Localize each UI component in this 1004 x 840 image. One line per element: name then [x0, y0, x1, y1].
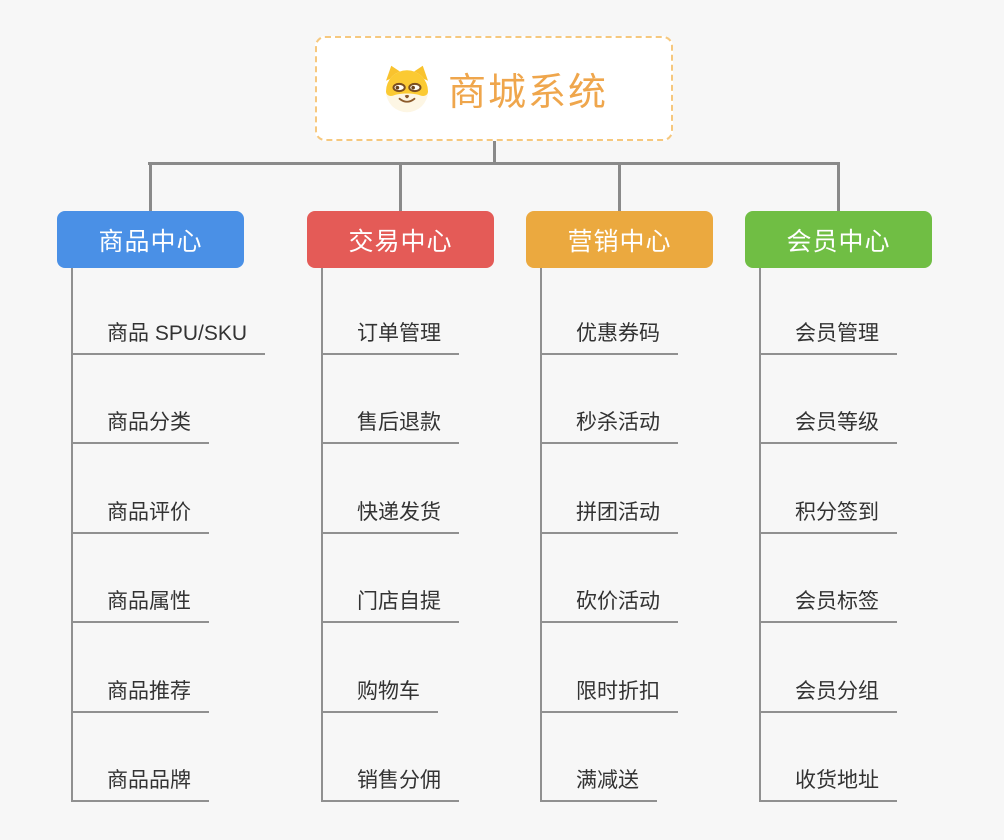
root-title: 商城系统 [447, 72, 608, 114]
connector-horizontal-bar [148, 162, 840, 165]
branch-node-1[interactable]: 商品中心 [57, 211, 244, 268]
subtopic-item[interactable]: 商品推荐 [71, 676, 209, 713]
dog-face-icon [380, 64, 434, 114]
subtopic-item[interactable]: 会员分组 [759, 676, 897, 713]
subtopic-item[interactable]: 商品 SPU/SKU [71, 318, 266, 355]
branch-node-3[interactable]: 营销中心 [526, 211, 713, 268]
branch-trunk-line [71, 268, 73, 800]
subtopic-item[interactable]: 秒杀活动 [540, 407, 678, 444]
subtopic-item[interactable]: 商品分类 [71, 407, 209, 444]
subtopic-item[interactable]: 限时折扣 [540, 676, 678, 713]
connector-branch-drop [618, 162, 621, 211]
subtopic-item[interactable]: 会员标签 [759, 586, 897, 623]
connector-root-drop [493, 141, 496, 165]
connector-branch-drop [837, 162, 840, 211]
subtopic-item[interactable]: 快递发货 [321, 497, 459, 534]
branch-trunk-line [759, 268, 761, 800]
subtopic-item[interactable]: 售后退款 [321, 407, 459, 444]
subtopic-item[interactable]: 满减送 [540, 765, 657, 802]
subtopic-item[interactable]: 购物车 [321, 676, 438, 713]
branch-trunk-line [540, 268, 542, 800]
subtopic-item[interactable]: 会员管理 [759, 318, 897, 355]
connector-branch-drop [399, 162, 402, 211]
subtopic-item[interactable]: 积分签到 [759, 497, 897, 534]
subtopic-item[interactable]: 会员等级 [759, 407, 897, 444]
subtopic-item[interactable]: 砍价活动 [540, 586, 678, 623]
subtopic-item[interactable]: 商品属性 [71, 586, 209, 623]
branch-node-4[interactable]: 会员中心 [745, 211, 932, 268]
subtopic-item[interactable]: 收货地址 [759, 765, 897, 802]
connector-branch-drop [149, 162, 152, 211]
subtopic-item[interactable]: 门店自提 [321, 586, 459, 623]
subtopic-item[interactable]: 优惠券码 [540, 318, 678, 355]
root-node[interactable]: 商城系统 [315, 36, 673, 141]
subtopic-item[interactable]: 销售分佣 [321, 765, 459, 802]
subtopic-item[interactable]: 商品评价 [71, 497, 209, 534]
subtopic-item[interactable]: 商品品牌 [71, 765, 209, 802]
branch-node-2[interactable]: 交易中心 [307, 211, 494, 268]
subtopic-item[interactable]: 订单管理 [321, 318, 459, 355]
branch-trunk-line [321, 268, 323, 800]
subtopic-item[interactable]: 拼团活动 [540, 497, 678, 534]
